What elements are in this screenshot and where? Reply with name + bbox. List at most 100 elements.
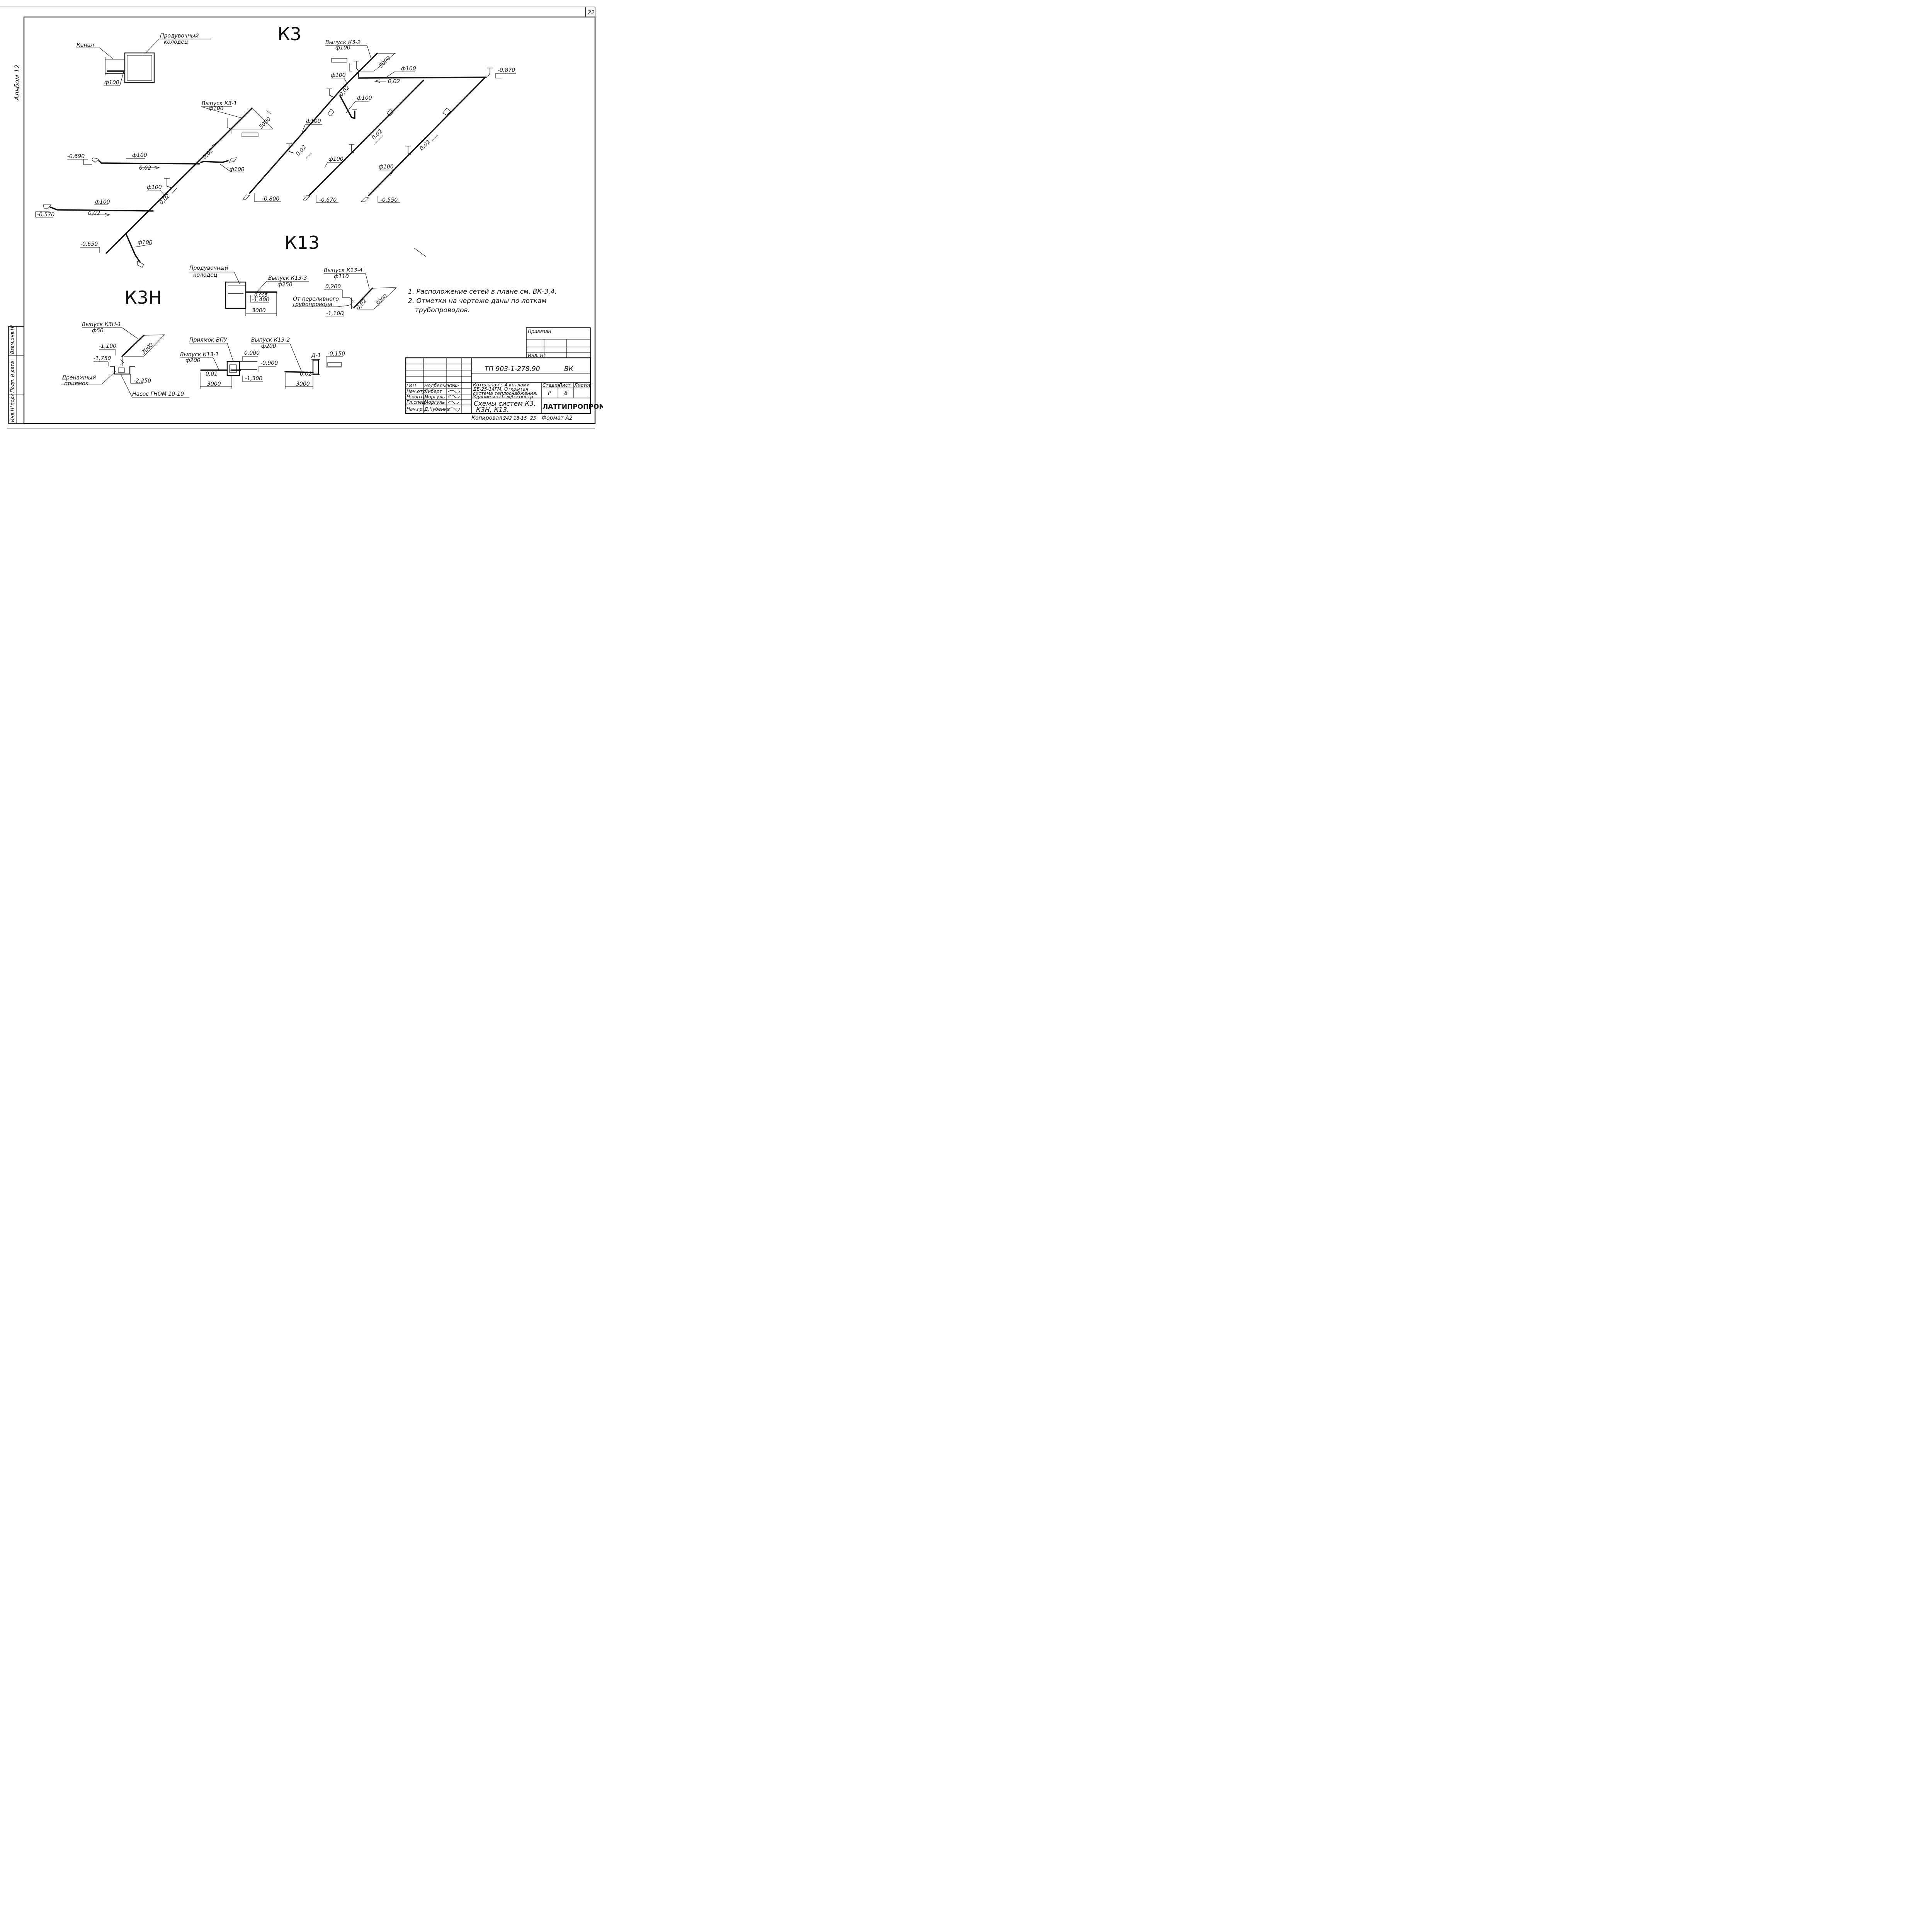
mark-1750: -1,750 (94, 355, 111, 362)
stamp-code: ТП 903-1-278.90 (485, 365, 540, 373)
label-overflow-2: трубопровода (292, 301, 332, 308)
label-k13-well-2: колодец (193, 272, 217, 278)
stamp-title-2: К3Н, К13. (476, 406, 509, 414)
network-k13-1 (180, 343, 276, 389)
label-slope-h: 0,02 (371, 128, 384, 141)
title-block (405, 327, 591, 414)
label-slope-0005: 0,005 (254, 293, 267, 298)
label-d100-11: ф100 (379, 164, 394, 170)
label-slope-f: 0,02 (338, 85, 351, 98)
stamp-inv: Инв. Н° (528, 353, 546, 358)
side-label-inv: Инв.Н°подл. (10, 392, 15, 422)
label-slope-d: 0,02 (88, 210, 100, 216)
stamp-title-1: Схемы систем К3, (474, 400, 536, 408)
stamp-format: Формат А2 (542, 415, 573, 421)
stamp-role-5: Нач.гр. (406, 406, 424, 412)
stamp-name-4: Моргуль (424, 400, 445, 405)
mark-0000: 0,000 (244, 350, 260, 356)
label-d100-4: ф100 (95, 199, 110, 205)
album-label: Альбом 12 (14, 65, 21, 101)
mark-0570: -0,570 (37, 212, 54, 218)
stamp-role-3: Н.контр. (406, 394, 427, 400)
stamp-signatures (448, 384, 460, 412)
stamp-list: 8 (564, 390, 568, 396)
label-slope-e: 0,02 (388, 78, 400, 85)
label-d100-2: ф100 (230, 167, 245, 173)
network-k13-3 (189, 272, 309, 316)
network-k13-2 (251, 343, 343, 389)
stamp-privyazan: Привязан (528, 329, 551, 334)
label-d100-6: ф100 (331, 72, 346, 78)
mark-0900: -0,900 (260, 360, 278, 366)
label-kanal: Канал (77, 42, 94, 48)
section-title-k3: К3 (277, 24, 301, 44)
mark-0800: -0,800 (262, 196, 279, 202)
mark-0670: -0,670 (319, 197, 337, 203)
label-len-k13-1: 3000 (207, 381, 221, 387)
stamp-mark: ВК (564, 365, 574, 373)
label-len-3000-b: 3000 (378, 55, 392, 69)
label-d1: Д-1 (311, 352, 321, 359)
stamp-object-2: ДЕ-25-14ГМ. Открытая (473, 386, 528, 392)
label-len-3000-k3n: 3000 (141, 342, 155, 356)
stamp-list-head: Лист (558, 383, 571, 388)
side-approval-strip: Инв.Н°подл. Подп. и дата Взам.инв.Н° (8, 325, 24, 424)
label-len-k13-2: 3000 (296, 381, 310, 387)
stamp-org: ЛАТГИПРОПРОМ (543, 403, 603, 411)
mark-1100-k13: -1,100 (326, 311, 344, 317)
mark-0150: -0,150 (328, 351, 345, 357)
stamp-role-4: Гл.спец. (406, 400, 427, 405)
note-2: 2. Отметки на чертеже даны по лоткам (408, 297, 546, 305)
stray-stroke (414, 248, 426, 257)
label-slope-i: 0,02 (419, 139, 432, 151)
label-vypusk-k13-3-d: ф250 (277, 282, 293, 288)
label-len-3000-a: 3000 (258, 116, 272, 130)
label-slope-k13-2: 0,02 (300, 371, 312, 377)
label-purge-well-1: Продувочный (160, 33, 199, 39)
stamp-role-2: Нач.отд. (406, 389, 427, 394)
mark-1100-k3n: -1,100 (99, 343, 116, 349)
stamp-order-no: 242 18-15 (503, 415, 527, 421)
label-slope-g: 0,02 (295, 144, 308, 157)
stamp-name-2: Либерт (424, 389, 442, 394)
mark-1300: -1,300 (245, 376, 262, 382)
stamp-name-3: Моргуль (424, 394, 445, 400)
sheet-number: 22 (588, 10, 595, 16)
mark-0690: -0,690 (67, 153, 85, 160)
label-vypusk-k13-1: Выпуск К13-1 (180, 352, 219, 358)
label-vypusk-k13-4: Выпуск К13-4 (324, 267, 362, 274)
label-vypusk-k13-4-d: ф110 (334, 274, 349, 280)
stamp-listov-head: Листов (574, 383, 592, 388)
mark-0870: -0,870 (498, 67, 515, 73)
label-vypusk-k13-2-d: ф200 (261, 343, 276, 349)
mark-1400: -1,400 (252, 297, 269, 303)
mark-0550: -0,550 (380, 197, 398, 203)
note-1: 1. Расположение сетей в плане см. ВК-3,4… (408, 288, 557, 296)
label-pit-vpu: Приямок ВПУ (189, 337, 228, 343)
purge-well-k3 (76, 39, 211, 86)
stamp-kopiroval: Копировал: (471, 415, 504, 421)
label-k13-well-1: Продувочный (189, 265, 228, 271)
stamp-object-4: Здание из сб.ж/б констр. (473, 394, 535, 400)
label-vypusk-k3n-1-d: ф50 (92, 328, 104, 334)
label-d100-5: ф100 (138, 240, 153, 246)
label-purge-well-2: колодец (164, 39, 188, 45)
label-d100-9: ф100 (306, 118, 321, 124)
label-slope-a: 0,02 (202, 147, 214, 160)
note-3: трубопроводов. (415, 306, 470, 314)
stamp-name-5: Д.Чубенко (424, 406, 450, 412)
stamp-name-1: Нодбельский (424, 383, 457, 388)
label-vypusk-k3-1: Выпуск К3-1 (202, 100, 237, 107)
label-pump: Насос ГНОМ 10-10 (132, 391, 184, 397)
label-vypusk-k13-3: Выпуск К13-3 (268, 275, 307, 281)
label-vypusk-k3-2: Выпуск К3-2 (325, 39, 361, 46)
label-d100-10: ф100 (328, 156, 344, 162)
sheet-frame (0, 7, 596, 429)
network-k3-1 (35, 106, 273, 268)
label-vypusk-k13-2: Выпуск К13-2 (251, 337, 290, 343)
label-vypusk-k3-2-d: ф100 (335, 45, 350, 51)
stamp-stadia-head: Стадия (543, 383, 560, 388)
section-title-k3n: К3Н (124, 287, 162, 308)
mark-2250: -2,250 (134, 378, 151, 384)
stamp-object-3: система теплоснабжения. (473, 391, 537, 396)
